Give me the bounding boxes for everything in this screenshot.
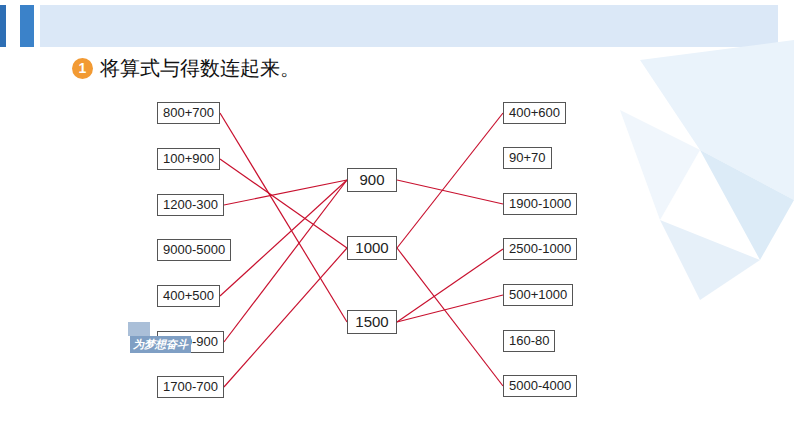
match-line: [220, 113, 347, 322]
match-line: [224, 248, 347, 387]
expression-box: 2500-1000: [503, 238, 577, 260]
exercise-title: 将算式与得数连起来。: [100, 55, 300, 82]
expression-box: 160-80: [503, 330, 555, 352]
expression-text: 1500: [354, 313, 390, 331]
expression-text: 5000-4000: [509, 378, 571, 394]
expression-text: 1000: [354, 239, 390, 257]
watermark: 为梦想奋斗: [130, 336, 191, 353]
header-bar: [40, 5, 778, 47]
expression-box: 800+700: [157, 102, 220, 124]
match-line: [397, 248, 503, 386]
expression-box: 90+70: [503, 147, 552, 169]
expression-text: 400+600: [509, 105, 560, 121]
answer-box: 1500: [347, 310, 397, 334]
expression-text: 500+1000: [509, 287, 567, 303]
match-line: [397, 180, 503, 204]
expression-box: 400+600: [503, 102, 566, 124]
expression-box: 500+1000: [503, 284, 573, 306]
expression-box: 1200-300: [157, 194, 224, 216]
match-line: [220, 159, 347, 248]
background-facet: [660, 220, 760, 300]
expression-box: 5000-4000: [503, 375, 577, 397]
expression-text: 800+700: [163, 105, 214, 121]
match-line: [397, 113, 503, 248]
match-line: [220, 180, 347, 296]
match-line: [224, 180, 347, 205]
answer-box: 1000: [347, 236, 397, 260]
answer-box: 900: [347, 168, 397, 192]
header-block: [0, 5, 6, 47]
expression-text: 1700-700: [163, 379, 218, 395]
callout-number: 1: [72, 58, 93, 79]
expression-text: 2500-1000: [509, 241, 571, 257]
header-block: [20, 5, 34, 47]
expression-box: 400+500: [157, 285, 220, 307]
expression-box: 1900-1000: [503, 193, 577, 215]
number-circle: 1: [72, 58, 93, 79]
expression-text: 1200-300: [163, 197, 218, 213]
expression-box: 100+900: [157, 148, 220, 170]
expression-text: 90+70: [509, 150, 546, 166]
expression-box: 9000-5000: [157, 239, 231, 261]
expression-text: 9000-5000: [163, 242, 225, 258]
match-line: [397, 249, 503, 322]
match-line: [397, 295, 503, 322]
background-facet: [620, 110, 700, 220]
expression-box: 1700-700: [157, 376, 224, 398]
watermark-block: [128, 322, 150, 336]
expression-text: 1900-1000: [509, 196, 571, 212]
expression-text: 400+500: [163, 288, 214, 304]
expression-text: 160-80: [509, 333, 549, 349]
expression-text: 100+900: [163, 151, 214, 167]
expression-text: 900: [354, 171, 390, 189]
